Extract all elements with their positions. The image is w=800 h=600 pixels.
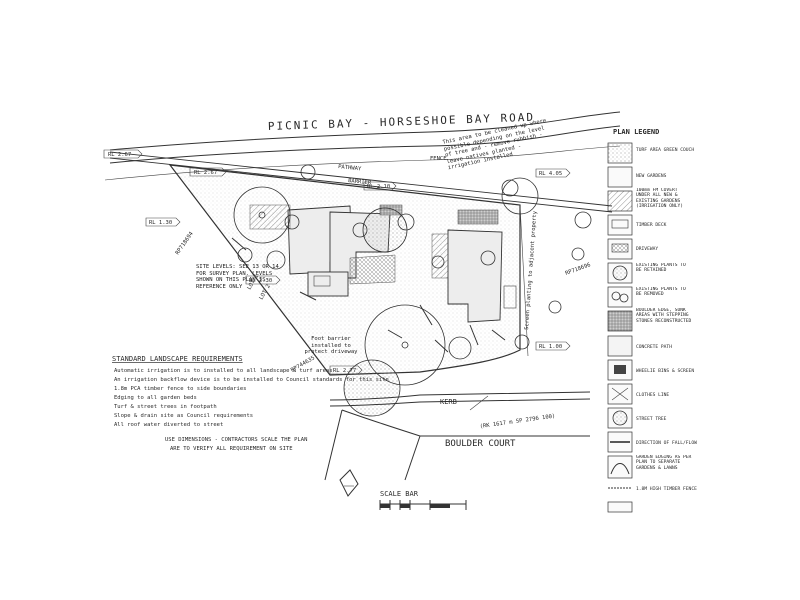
tree-east-small: [571, 247, 585, 261]
level-tag: RL 2.67: [189, 167, 227, 177]
legend-item: NEW GARDENS: [636, 173, 667, 179]
requirement-item: Turf & street trees in footpath: [114, 404, 217, 410]
level-tag: RL 2.77: [329, 365, 363, 375]
legend-item: TURF AREA GREEN COUCH: [636, 147, 694, 153]
svg-text:RL 2.77: RL 2.77: [333, 368, 356, 374]
legend-item: CONCRETE PATH: [636, 344, 672, 350]
svg-text:RL 2.67: RL 2.67: [108, 152, 131, 158]
tree-southeast: [548, 300, 562, 314]
survey-left: RP718694: [175, 230, 196, 256]
tree-fence: [300, 164, 316, 180]
dimensions-note-line: USE DIMENSIONS - CONTRACTORS SCALE THE P…: [165, 437, 307, 443]
level-tag: RL 2.30: [245, 275, 281, 285]
svg-text:RL 1.30: RL 1.30: [149, 220, 172, 226]
building-east: [447, 229, 503, 323]
bottom-road: BOULDER COURT KERB (RK 1617 m SP 2796 10…: [324, 391, 591, 481]
paving-areas: [249, 204, 499, 285]
requirements-block: STANDARD LANDSCAPE REQUIREMENTS Automati…: [112, 355, 389, 452]
fence-label: FENCE: [430, 156, 447, 162]
legend-item: 100mm FM COVERT UNDER ALL NEW & EXISTING…: [636, 188, 684, 210]
legend-item: EXISTING PLANTS TO BE RETAINED: [636, 263, 686, 274]
legend-item: 1.8M HIGH TIMBER FENCE: [636, 486, 697, 492]
bottom-road-name: BOULDER COURT: [445, 439, 516, 449]
tree-northeast: [501, 177, 539, 215]
site-levels-note: SITE LEVELS: SEE 13 OR 14 FOR SURVEY PLA…: [196, 264, 279, 290]
requirements-heading: STANDARD LANDSCAPE REQUIREMENTS: [112, 355, 243, 363]
requirement-item: Automatic irrigation is to installed to …: [114, 368, 333, 374]
legend-title: PLAN LEGEND: [613, 128, 659, 136]
legend-item: TIMBER DECK: [636, 222, 667, 228]
legend-item: WHEELIE BINS & SCREEN: [636, 368, 694, 374]
tree-east: [574, 211, 592, 229]
requirement-item: 1.8m PCA timber fence to side boundaries: [114, 386, 246, 392]
scale-bar-title: SCALE BAR: [380, 490, 419, 498]
legend-item: DIRECTION OF FALL/FLOW: [636, 440, 697, 446]
screen-planting-note: Screen planting to adjacent property: [524, 210, 538, 330]
fall-arrows: [231, 237, 506, 353]
legend-item: EXISTING PLANTS TO BE REMOVED: [636, 287, 686, 298]
barrier-label: BARRIER: [348, 178, 372, 186]
legend-item: BOULDER EDGE, SUNK AREAS WITH STEPPING S…: [636, 308, 692, 324]
tree-centre: [362, 207, 408, 253]
svg-text:RL 4.05: RL 4.05: [539, 171, 562, 177]
legend-item: CLOTHES LINE: [636, 392, 669, 398]
level-tag: RL 4.05: [535, 168, 571, 178]
svg-text:RL 1.00: RL 1.00: [539, 344, 562, 350]
level-tag: RL 2.10: [363, 181, 397, 191]
pathway-label: PATHWAY: [338, 164, 362, 172]
tree-driveway: [364, 304, 446, 386]
legend-item: STREET TREE: [636, 416, 667, 422]
north-arrow: [339, 469, 359, 497]
level-tags: RL 2.67 RL 2.67 RL 2.10 RL 1.30 RL 2.30 …: [103, 149, 571, 375]
requirement-item: All roof water diverted to street: [114, 422, 223, 428]
requirement-item: Slope & drain site as Council requiremen…: [114, 413, 253, 419]
ground-note: (RK 1617 m SP 2796 100): [479, 413, 555, 430]
legend-item: DRIVEWAY: [636, 246, 658, 252]
level-tag: RL 1.30: [145, 217, 181, 227]
legend-item: GARDEN EDGING AS PER PLAN TO SEPARATE GA…: [636, 455, 692, 471]
requirement-item: An irrigation backflow device is to be i…: [114, 377, 389, 383]
survey-right: RP718696: [565, 262, 592, 277]
foot-barrier-note: Foot barrier installed to protect drivew…: [304, 336, 358, 355]
level-tag: RL 2.67: [103, 149, 143, 159]
dimensions-note-line: ARE TO VERIFY ALL REQUIREMENT ON SITE: [170, 446, 293, 452]
svg-text:RL 2.67: RL 2.67: [194, 170, 217, 176]
svg-text:RL 2.30: RL 2.30: [249, 278, 272, 284]
requirement-item: Edging to all garden beds: [114, 395, 197, 401]
kerb-label: KERB: [440, 398, 457, 406]
plan-legend: PLAN LEGEND TURF AREA GREEN COUCH NEW GA…: [607, 128, 697, 513]
level-tag: RL 1.00: [535, 341, 571, 351]
scale-bar: SCALE BAR: [379, 490, 467, 510]
svg-text:RL 2.10: RL 2.10: [367, 184, 390, 190]
